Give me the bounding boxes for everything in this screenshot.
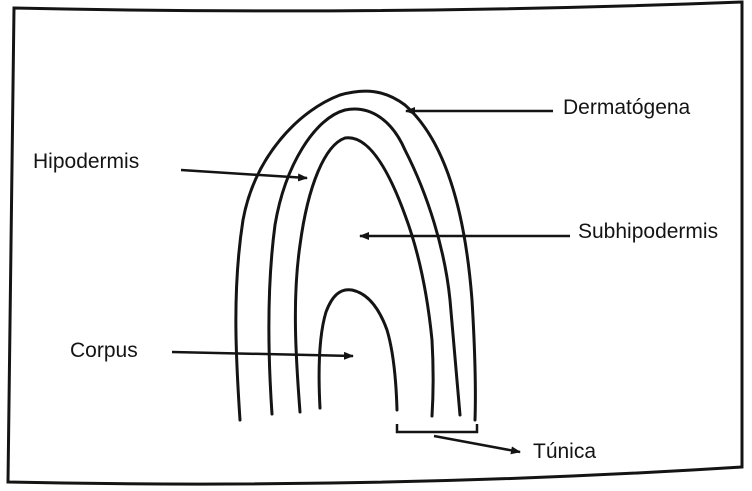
corpus-label: Corpus [70, 339, 138, 362]
tunica-label: Túnica [533, 440, 596, 463]
hipodermis-label: Hipodermis [33, 150, 139, 173]
subhipodermis-layer [295, 138, 433, 416]
dermatogena-label: Dermatógena [563, 96, 691, 119]
tunica-arrow [434, 436, 520, 452]
corpus-layer [319, 290, 397, 410]
subhipodermis-label: Subhipodermis [578, 220, 718, 243]
corpus-arrow [172, 352, 353, 356]
frame-border [8, 2, 742, 484]
tunica-bracket [397, 424, 477, 432]
